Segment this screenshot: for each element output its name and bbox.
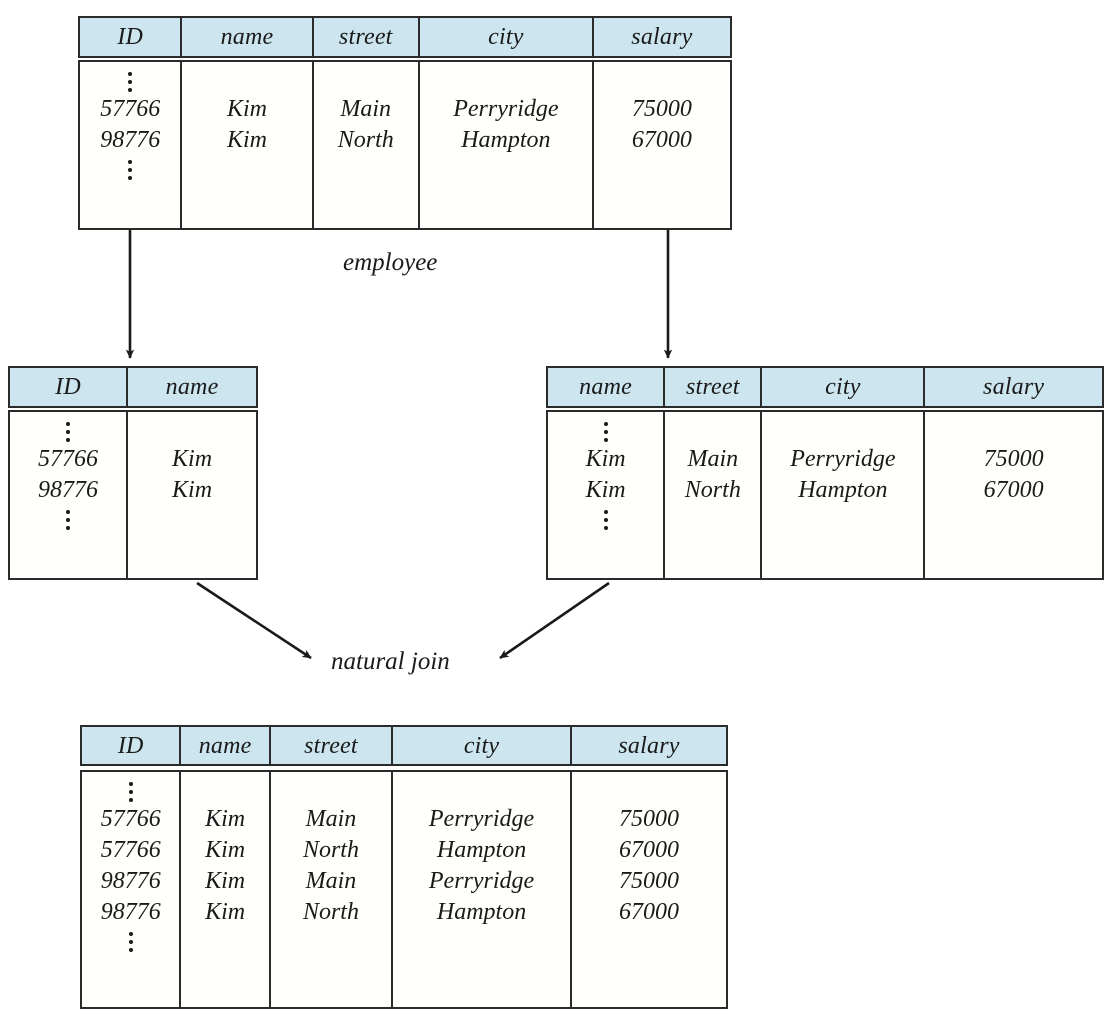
column-header-street: street (271, 727, 394, 764)
label-employee: employee (343, 249, 438, 276)
vertical-ellipsis-icon (603, 506, 608, 532)
table-cell: North (302, 899, 359, 925)
vertical-ellipsis-icon (66, 506, 71, 532)
table-cell-name-column: Kim Kim (548, 412, 666, 578)
table-cell-name-column: Kim Kim (128, 412, 256, 578)
table-cell-salary-column: 75000 67000 (594, 62, 730, 228)
column-header-name: name (181, 727, 271, 764)
table-cell: Perryridge (428, 806, 535, 832)
table-right-projection: name street city salary Kim Kim Main Nor… (546, 366, 1104, 580)
column-header-street: street (314, 18, 420, 56)
table-cell-id-column: 57766 98776 (80, 62, 183, 228)
column-header-id: ID (10, 368, 129, 406)
column-header-salary: salary (983, 374, 1045, 400)
column-header-city: city (393, 727, 572, 764)
table-cell-street-column: Main North (665, 412, 763, 578)
table-cell-street-column: Main North Main North (271, 772, 394, 1007)
table-cell-city-column: Perryridge Hampton (762, 412, 926, 578)
table-cell: 98776 (38, 477, 99, 503)
table-employee: ID name street city salary 57766 98776 K… (78, 16, 732, 230)
table-cell: 75000 (983, 446, 1044, 472)
table-cell-salary-column: 75000 67000 75000 67000 (572, 772, 726, 1007)
table-cell-street-column: Main North (314, 62, 420, 228)
table-cell: Kim (205, 868, 246, 894)
table-cell: Kim (205, 837, 246, 863)
column-header-id: ID (80, 18, 183, 56)
table-cell-id-column: 57766 57766 98776 98776 (82, 772, 182, 1007)
table-cell: Kim (172, 477, 213, 503)
table-join-result: ID name street city salary 57766 57766 9… (80, 725, 728, 1009)
vertical-ellipsis-icon (128, 68, 133, 94)
table-cell: Perryridge (453, 96, 559, 122)
table-cell: North (337, 127, 394, 153)
table-join-result-body: 57766 57766 98776 98776 Kim Kim Kim Kim … (80, 770, 728, 1009)
table-left-projection: ID name 57766 98776 Kim Kim (8, 366, 258, 580)
table-cell: 67000 (631, 127, 692, 153)
table-cell: Hampton (798, 477, 888, 503)
table-cell: 57766 (100, 806, 161, 832)
table-cell-id-column: 57766 98776 (10, 412, 129, 578)
table-cell: 98776 (100, 868, 161, 894)
table-cell: Kim (226, 96, 267, 122)
table-employee-header-row: ID name street city salary (78, 16, 732, 58)
table-right-projection-header-row: name street city salary (546, 366, 1104, 408)
table-cell: Kim (172, 446, 213, 472)
table-cell-name-column: Kim Kim (182, 62, 314, 228)
table-cell: 75000 (631, 96, 692, 122)
table-cell-city-column: Perryridge Hampton (420, 62, 594, 228)
column-header-salary: salary (618, 732, 680, 759)
table-cell-name-column: Kim Kim Kim Kim (181, 772, 271, 1007)
column-header-name: name (182, 18, 314, 56)
table-cell: 67000 (619, 837, 679, 863)
table-cell-city-column: Perryridge Hampton Perryridge Hampton (393, 772, 572, 1007)
table-cell: 57766 (100, 837, 161, 863)
table-left-projection-body: 57766 98776 Kim Kim (8, 410, 258, 580)
table-cell: Kim (585, 446, 626, 472)
vertical-ellipsis-icon (66, 418, 71, 444)
column-header-name: name (165, 374, 219, 400)
table-cell: 67000 (983, 477, 1044, 503)
table-cell: Kim (585, 477, 626, 503)
table-cell: Perryridge (790, 446, 896, 472)
table-cell: 67000 (619, 899, 679, 925)
arrow-left-projection-to-join (196, 581, 312, 660)
table-cell: Kim (205, 899, 246, 925)
table-cell: Main (340, 96, 392, 122)
table-right-projection-body: Kim Kim Main North Perryridge Hampton 75… (546, 410, 1104, 580)
vertical-ellipsis-icon (128, 778, 133, 804)
vertical-ellipsis-icon (603, 418, 608, 444)
table-cell: Main (305, 868, 357, 894)
column-header-id: ID (82, 727, 182, 764)
column-header-street: street (665, 368, 763, 406)
table-cell: Perryridge (428, 868, 535, 894)
table-cell: Hampton (436, 899, 527, 925)
vertical-ellipsis-icon (128, 928, 133, 954)
table-left-projection-header-row: ID name (8, 366, 258, 408)
table-cell: Kim (226, 127, 267, 153)
column-header-name: name (548, 368, 666, 406)
column-header-city: city (420, 18, 594, 56)
table-cell: 75000 (619, 868, 679, 894)
table-cell: Hampton (461, 127, 551, 153)
table-cell: 75000 (619, 806, 679, 832)
table-cell: North (302, 837, 359, 863)
vertical-ellipsis-icon (128, 156, 133, 182)
label-natural-join: natural join (331, 648, 450, 675)
table-cell: 57766 (38, 446, 99, 472)
table-join-result-header-row: ID name street city salary (80, 725, 728, 766)
arrow-right-projection-to-join (499, 581, 610, 660)
table-cell: Main (687, 446, 739, 472)
table-cell: Hampton (436, 837, 527, 863)
table-cell: 57766 (100, 96, 161, 122)
table-employee-body: 57766 98776 Kim Kim Main North Perryridg… (78, 60, 732, 230)
table-cell: 98776 (100, 127, 161, 153)
table-cell: 98776 (100, 899, 161, 925)
table-cell-salary-column: 75000 67000 (925, 412, 1102, 578)
column-header-salary: salary (631, 24, 693, 50)
table-cell: Kim (205, 806, 246, 832)
column-header-city: city (762, 368, 926, 406)
table-cell: North (684, 477, 741, 503)
table-cell: Main (305, 806, 357, 832)
